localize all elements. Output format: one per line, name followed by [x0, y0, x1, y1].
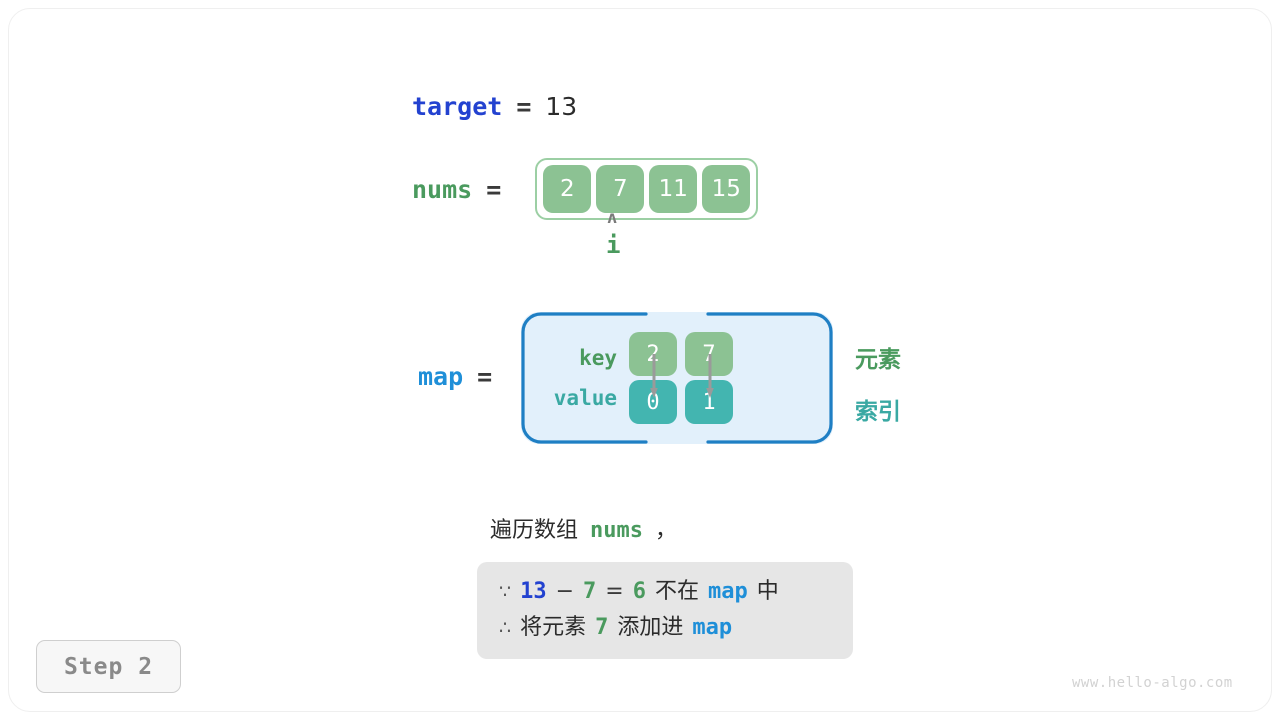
- note-line-1: ∵ 13 − 7 = 6 不在 map 中: [499, 574, 831, 610]
- map-value-label: value: [553, 386, 617, 410]
- map-entry: 7 1: [685, 332, 733, 424]
- map-entry: 2 0: [629, 332, 677, 424]
- map-variable-label: map: [418, 362, 464, 391]
- note-mid-text: 不在: [654, 579, 699, 604]
- map-mapping-arrow-icon: [706, 354, 714, 398]
- map-label-row: map =: [418, 362, 492, 391]
- target-variable-label: target: [412, 92, 503, 121]
- therefore-symbol: ∴: [499, 616, 512, 639]
- map-value-cell: 0: [629, 380, 677, 424]
- note-map-ref: map: [707, 579, 748, 604]
- map-container: key value 2 0 7 1: [521, 312, 833, 444]
- pointer-caret-icon: ʌ: [607, 208, 618, 228]
- nums-variable-label: nums: [412, 174, 473, 204]
- legend-element-label: 元素: [855, 347, 901, 373]
- caption-line: 遍历数组 nums ，: [490, 512, 677, 544]
- array-cell: 11: [649, 165, 698, 213]
- map-row-labels: key value: [521, 346, 629, 410]
- target-equals-sign: =: [516, 92, 532, 121]
- note-map-ref: map: [692, 614, 733, 640]
- note-remainder-value: 6: [632, 579, 646, 604]
- nums-row: nums = 2 7 11 15: [412, 158, 759, 220]
- note-action-mid: 添加进: [617, 614, 684, 640]
- note-end-text: 中: [756, 579, 779, 604]
- caption-prefix: 遍历数组: [490, 518, 579, 543]
- note-target-value: 13: [520, 579, 547, 604]
- note-box: ∵ 13 − 7 = 6 不在 map 中 ∴ 将元素 7 添加进 map: [477, 562, 853, 660]
- because-symbol: ∵: [499, 581, 512, 603]
- watermark: www.hello-algo.com: [1072, 675, 1233, 691]
- pointer-index-label: i: [606, 231, 621, 259]
- note-minus-sign: −: [555, 579, 575, 604]
- caption-code: nums: [590, 518, 643, 543]
- caption-suffix: ，: [655, 518, 678, 543]
- note-action-prefix: 将元素: [520, 614, 587, 640]
- nums-equals-sign: =: [486, 174, 502, 204]
- note-current-value: 7: [583, 579, 597, 604]
- note-line-2: ∴ 将元素 7 添加进 map: [499, 610, 831, 646]
- legend-index-label: 索引: [855, 399, 901, 425]
- map-key-label: key: [579, 346, 617, 370]
- map-mapping-arrow-icon: [650, 354, 658, 398]
- array-cell: 7: [596, 165, 645, 213]
- note-equals-sign: =: [605, 579, 624, 604]
- map-entries: 2 0 7 1: [629, 332, 733, 424]
- map-content: key value 2 0 7 1: [521, 312, 833, 444]
- target-row: target = 13: [412, 92, 577, 121]
- array-cell: 2: [543, 165, 592, 213]
- note-added-value: 7: [595, 614, 609, 640]
- map-equals-sign: =: [477, 362, 493, 391]
- target-value: 13: [545, 92, 578, 121]
- step-badge: Step 2: [36, 640, 181, 693]
- array-container: 2 7 11 15: [535, 158, 759, 220]
- array-cell: 15: [702, 165, 751, 213]
